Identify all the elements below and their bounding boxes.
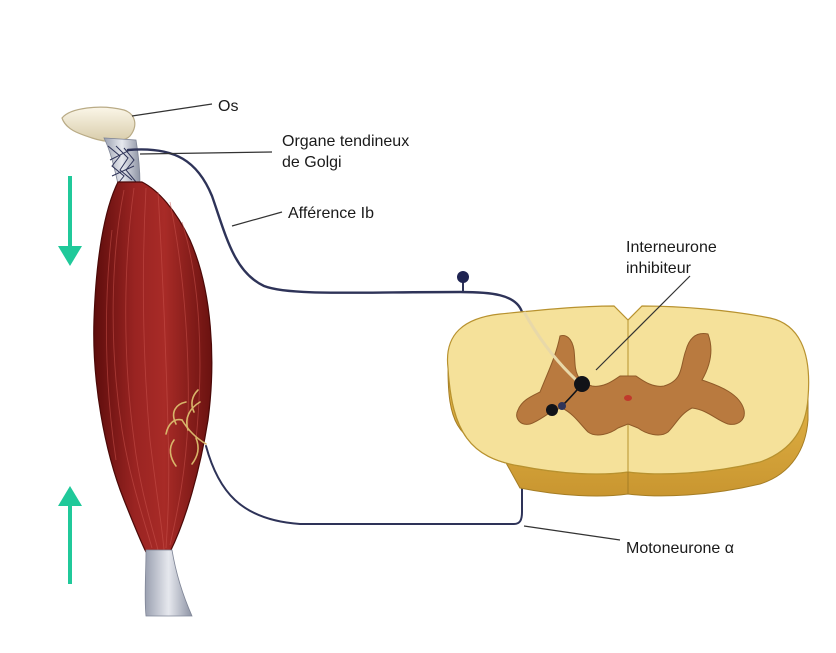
spinal-cord bbox=[447, 306, 808, 496]
label-interneurone-line2: inhibiteur bbox=[626, 260, 692, 277]
label-afference-ib: Afférence Ib bbox=[288, 205, 374, 222]
upper-tendon bbox=[104, 138, 140, 184]
leader-afference bbox=[232, 212, 282, 226]
label-interneurone-line1: Interneurone bbox=[626, 239, 717, 256]
dorsal-root-ganglion bbox=[457, 271, 469, 292]
bone bbox=[62, 107, 135, 141]
lower-tendon bbox=[145, 550, 192, 616]
central-canal bbox=[624, 395, 632, 401]
leader-motoneurone bbox=[524, 526, 620, 540]
label-golgi-line2: de Golgi bbox=[282, 154, 342, 171]
leader-os bbox=[132, 104, 212, 116]
leader-golgi bbox=[140, 152, 272, 154]
arrow-up-icon bbox=[58, 486, 82, 584]
arrow-down-icon bbox=[58, 176, 82, 266]
label-os: Os bbox=[218, 98, 238, 115]
muscle bbox=[94, 182, 212, 552]
label-motoneurone: Motoneurone α bbox=[626, 540, 734, 557]
label-golgi-line1: Organe tendineux bbox=[282, 133, 409, 150]
